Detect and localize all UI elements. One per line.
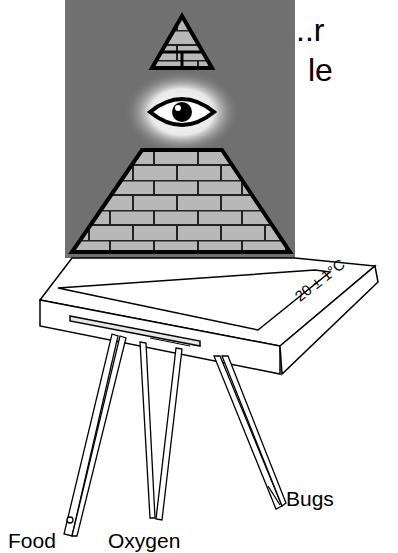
cut-off-heading: ..r (296, 14, 324, 46)
pyramid-picture (65, 0, 295, 258)
cut-off-heading: le (308, 54, 333, 86)
leg-label: Oxygen (108, 530, 180, 551)
table-legs (64, 334, 286, 536)
leg-label: Bugs (286, 488, 334, 509)
leg-label: Food (8, 530, 56, 551)
